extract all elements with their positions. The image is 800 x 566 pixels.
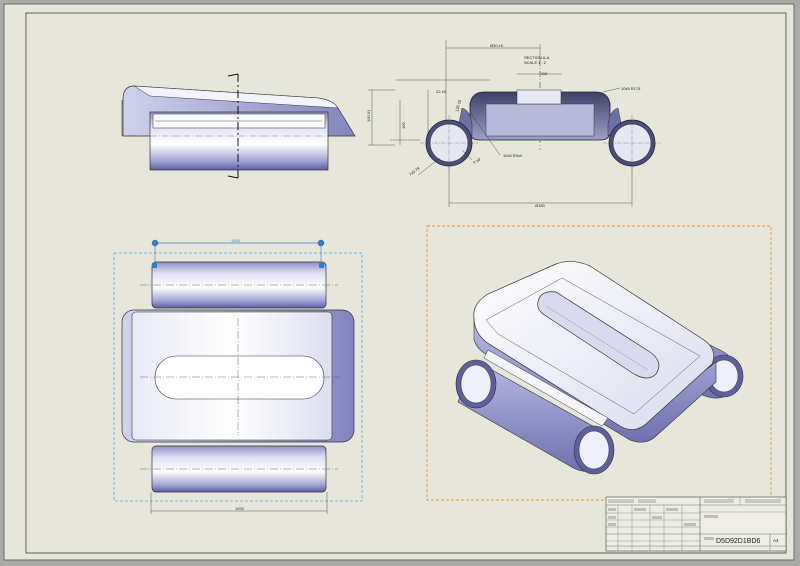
section-title-line1: SECTION A-A bbox=[524, 55, 550, 60]
dim-note-b: 4 ±0 bbox=[472, 156, 482, 165]
title-block[interactable]: D5D92D1BD6 A4 bbox=[605, 496, 787, 552]
front-view-selection-box bbox=[113, 252, 363, 502]
dim-inner-left: 110 bbox=[541, 71, 548, 76]
dim-height-c: 100 bbox=[401, 122, 406, 129]
side-view[interactable] bbox=[121, 73, 356, 180]
dim-right-radius: 10x5 R175 bbox=[621, 86, 641, 91]
drawing-number: D5D92D1BD6 bbox=[716, 538, 760, 545]
dim-top: Ø30 ±0 bbox=[490, 43, 504, 48]
dim-bottom: Ø180 bbox=[535, 203, 546, 208]
front-bottom-dimension: 1200 bbox=[235, 506, 245, 511]
isometric-view[interactable] bbox=[426, 225, 772, 501]
front-view[interactable]: 1000 1200 bbox=[113, 238, 363, 514]
sheet-border bbox=[25, 12, 787, 554]
front-top-dimension[interactable]: 1000 bbox=[231, 238, 241, 243]
dim-angle: 22 ±0 bbox=[436, 89, 447, 94]
section-view[interactable]: SECTION A-A SCALE 1 : 2 Ø30 ±0 10x5 R175… bbox=[366, 40, 661, 208]
isometric-view-selection-box bbox=[426, 225, 772, 501]
sheet-size: A4 bbox=[773, 538, 779, 543]
dim-height-a: 130 ±0 bbox=[454, 98, 462, 112]
dim-dia: 7x9.79 bbox=[408, 165, 421, 176]
sheet-background bbox=[3, 3, 795, 561]
dim-note-a: 10x5 R3x5 bbox=[503, 153, 523, 158]
section-title-line2: SCALE 1 : 2 bbox=[524, 60, 547, 65]
dim-height-b: 100.31 bbox=[366, 109, 371, 122]
